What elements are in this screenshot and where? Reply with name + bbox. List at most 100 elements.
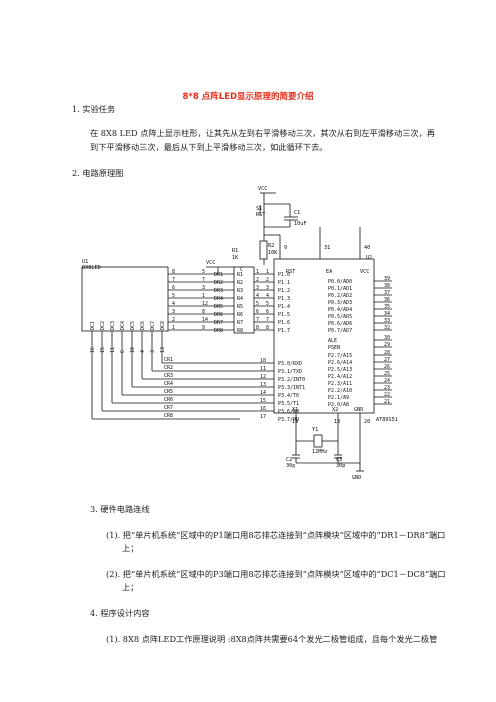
gnd-pin-label: GND <box>354 407 363 413</box>
p2-pin-number: 24 <box>384 378 390 384</box>
p1-pin-number: 5 <box>266 301 269 307</box>
pin-9: 9 <box>284 245 287 251</box>
u1-label: U1 <box>82 259 88 265</box>
resistor-label: R1 <box>237 272 243 278</box>
led-row-pin: 2 <box>172 317 175 323</box>
pin-40: 40 <box>364 245 370 251</box>
p2-pin-label: P2.7/A15 <box>328 353 352 359</box>
column-driver-label: CR6 <box>164 397 173 403</box>
p3-pin-number: 11 <box>260 366 266 372</box>
p1-pin-number: 4 <box>266 293 269 299</box>
p0-pin-label: P0.1/AD1 <box>328 286 352 292</box>
u2-label: U2 <box>366 255 372 261</box>
chip-name: AT89S51 <box>376 417 398 423</box>
p0-pin-number: 30 <box>384 335 390 341</box>
cap1-value: 10uF <box>294 221 307 227</box>
resistor-pin: 5 <box>256 301 259 307</box>
p2-pin-number: 28 <box>384 350 390 356</box>
p0-pin-number: 37 <box>384 290 390 296</box>
row-driver-label: DR7 <box>214 320 223 326</box>
p2-pin-label: P2.2/A10 <box>328 388 352 394</box>
section-4-item-1: (1). 8X8 点阵LED工作原理说明 :8X8点阵共需要64个发光二极管组成… <box>106 634 438 644</box>
p1-pin-number: 1 <box>266 269 269 275</box>
p0-pin-label: P0.4/AD4 <box>328 307 352 313</box>
p2-pin-number: 22 <box>384 392 390 398</box>
page-title: 8*8 点阵LED显示原理的简要介绍 <box>182 92 314 102</box>
driver-pin-number: 3 <box>202 285 205 291</box>
led-column-label: DC1 <box>90 321 96 330</box>
p0-pin-label: P0.5/AD5 <box>328 314 352 320</box>
c2-label: C2 <box>286 457 292 463</box>
p2-pin-number: 25 <box>384 371 390 377</box>
column-driver-label: CR3 <box>164 373 173 379</box>
resistor-label: R6 <box>237 312 243 318</box>
switch-label: S1 <box>256 206 262 212</box>
p0-pin-label: P0.7/AD7 <box>328 328 352 334</box>
p3-pin-number: 16 <box>260 406 266 412</box>
cap1-label: C1 <box>294 210 300 216</box>
p1-pin-label: P1.5 <box>278 312 290 318</box>
column-driver-label: CR2 <box>164 365 173 371</box>
led-column-pin: 4 <box>140 350 146 353</box>
led-row-pin: 1 <box>172 325 175 331</box>
pin-19: 19 <box>292 419 298 425</box>
p3-pin-number: 10 <box>260 358 266 364</box>
led-row-pin: 7 <box>172 277 175 283</box>
p3-pin-number: 15 <box>260 398 266 404</box>
section-4-heading: 4. 程序设计内容 <box>90 608 150 618</box>
resistor-label: R7 <box>237 320 243 326</box>
section-3-item-1: (1). 把“单片机系统”区域中的P1端口用8芯排芯连接到“点阵模块”区域中的“… <box>106 530 446 540</box>
ea-label: EA <box>326 269 333 275</box>
led-column-pin: 16 <box>90 347 96 353</box>
led-column-label: DC5 <box>130 321 136 330</box>
driver-pin-number: 7 <box>202 277 205 283</box>
led-column-label: DC8 <box>160 321 166 330</box>
p1-pin-label: P1.1 <box>278 280 290 286</box>
section-3-item-2-cont: 上； <box>122 582 139 592</box>
resistor-pin: 8 <box>256 325 259 331</box>
driver-pin-number: 12 <box>202 301 208 307</box>
p0-pin-label: ALE <box>328 338 337 344</box>
led-column-label: DC3 <box>110 321 116 330</box>
p1-pin-label: P1.2 <box>278 288 290 294</box>
gnd-label: GND <box>352 475 361 481</box>
p3-pin-number: 12 <box>260 374 266 380</box>
row-driver-label: DR2 <box>214 280 223 286</box>
p0-pin-number: 34 <box>384 311 390 317</box>
led-column-label: DC7 <box>150 321 156 330</box>
p2-pin-label: P2.1/A9 <box>328 395 349 401</box>
p3-pin-label: P3.4/T0 <box>278 393 299 399</box>
rst-label: RST <box>286 269 295 275</box>
led-row-pin: 5 <box>172 293 175 299</box>
p0-pin-number: 32 <box>384 325 390 331</box>
led-column-pin: 10 <box>130 347 136 353</box>
resistor-pin: 2 <box>256 277 259 283</box>
x1-label: X1 <box>292 407 298 413</box>
c3-label: C3 <box>336 457 342 463</box>
column-driver-label: CR5 <box>164 389 173 395</box>
p1-pin-number: 6 <box>266 309 269 315</box>
resistor-label: R2 <box>237 280 243 286</box>
p0-pin-label: P0.2/AD2 <box>328 293 352 299</box>
p0-pin-number: 29 <box>384 342 390 348</box>
section-1-heading: 1. 实验任务 <box>72 104 116 114</box>
p3-pin-label: P3.5/T1 <box>278 401 299 407</box>
p0-pin-label: P0.6/AD6 <box>328 321 352 327</box>
resistor-label: R5 <box>237 304 243 310</box>
driver-pin-number: 1 <box>202 293 205 299</box>
column-driver-label: CR4 <box>164 381 173 387</box>
p2-pin-label: P2.6/A14 <box>328 360 352 366</box>
driver-pin-number: 5 <box>202 269 205 275</box>
p1-pin-label: P1.6 <box>278 320 290 326</box>
r2-label: R2 <box>268 243 274 249</box>
r1-value: 1K <box>232 255 239 261</box>
p2-pin-label: P2.3/A11 <box>328 381 352 387</box>
resistor-pin: 1 <box>256 269 259 275</box>
p3-pin-number: 13 <box>260 382 266 388</box>
crystal-value: 12MHz <box>312 449 328 455</box>
resistor-pin: 6 <box>256 309 259 315</box>
p0-pin-number: 33 <box>384 318 390 324</box>
column-driver-label: CR1 <box>164 357 173 363</box>
p1-pin-label: P1.4 <box>278 304 290 310</box>
led-row-pin: 8 <box>172 269 175 275</box>
